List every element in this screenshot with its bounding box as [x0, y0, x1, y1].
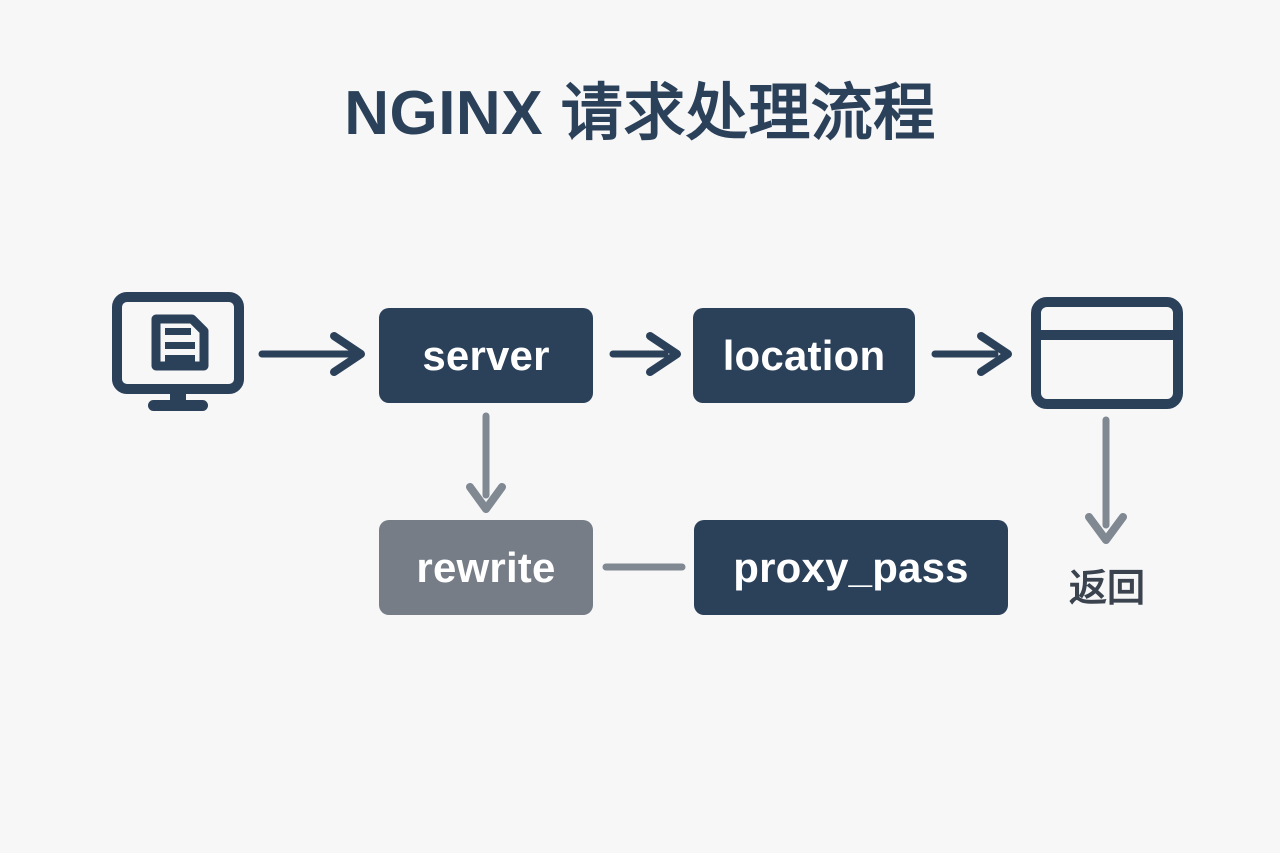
- node-rewrite[interactable]: rewrite: [379, 520, 593, 615]
- node-server-label: server: [422, 331, 550, 379]
- arrow-location-to-response: [931, 332, 1012, 376]
- node-server[interactable]: server: [379, 308, 593, 403]
- monitor-document-icon: [112, 292, 244, 414]
- return-label: 返回: [1068, 568, 1145, 610]
- arrow-response-to-return: [1085, 416, 1127, 544]
- node-rewrite-label: rewrite: [416, 543, 556, 591]
- arrow-server-to-rewrite: [466, 412, 506, 513]
- node-proxy-pass[interactable]: proxy_pass: [694, 520, 1008, 615]
- arrow-server-to-location: [609, 332, 681, 376]
- node-proxy-pass-label: proxy_pass: [733, 543, 969, 591]
- arrow-client-to-server: [258, 332, 365, 376]
- node-location-label: location: [722, 331, 886, 379]
- page-title: NGINX 请求处理流程: [344, 79, 936, 148]
- node-location[interactable]: location: [693, 308, 915, 403]
- browser-window-icon: [1030, 296, 1184, 410]
